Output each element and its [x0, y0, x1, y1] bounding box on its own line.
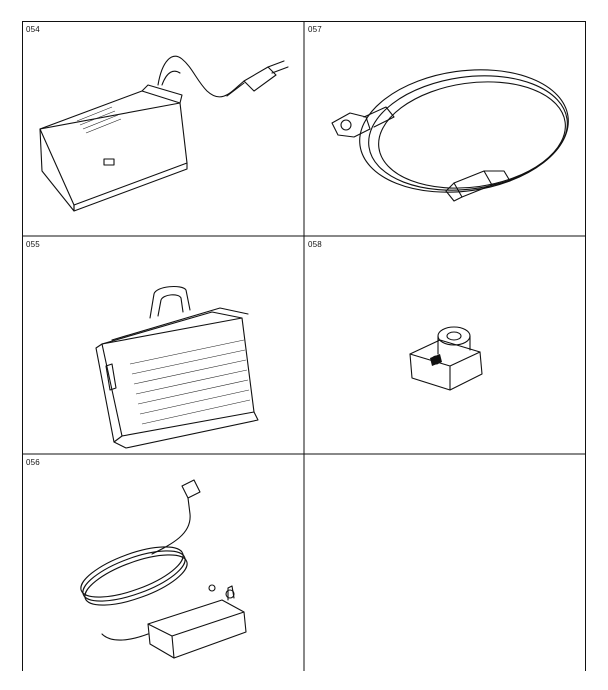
antenna-adaptor-icon: [409, 326, 483, 391]
figure-056: 056: [22, 454, 304, 671]
rf-modulator-icon: [80, 479, 247, 659]
parts-grid: 054 057: [22, 21, 586, 671]
figure-054: 054: [22, 21, 304, 236]
figure-label: 057: [308, 25, 322, 34]
figure-057: 057: [304, 21, 586, 236]
coiled-cable-icon: [331, 69, 569, 202]
figure-label: 056: [26, 458, 40, 467]
figure-058: 058: [304, 236, 586, 454]
figure-label: 055: [26, 240, 40, 249]
grid-lines: [22, 21, 586, 671]
figure-label: 054: [26, 25, 40, 34]
carrying-case-icon: [95, 285, 259, 449]
figure-055: 055: [22, 236, 304, 454]
ac-adaptor-icon: [39, 55, 289, 212]
figure-label: 058: [308, 240, 322, 249]
